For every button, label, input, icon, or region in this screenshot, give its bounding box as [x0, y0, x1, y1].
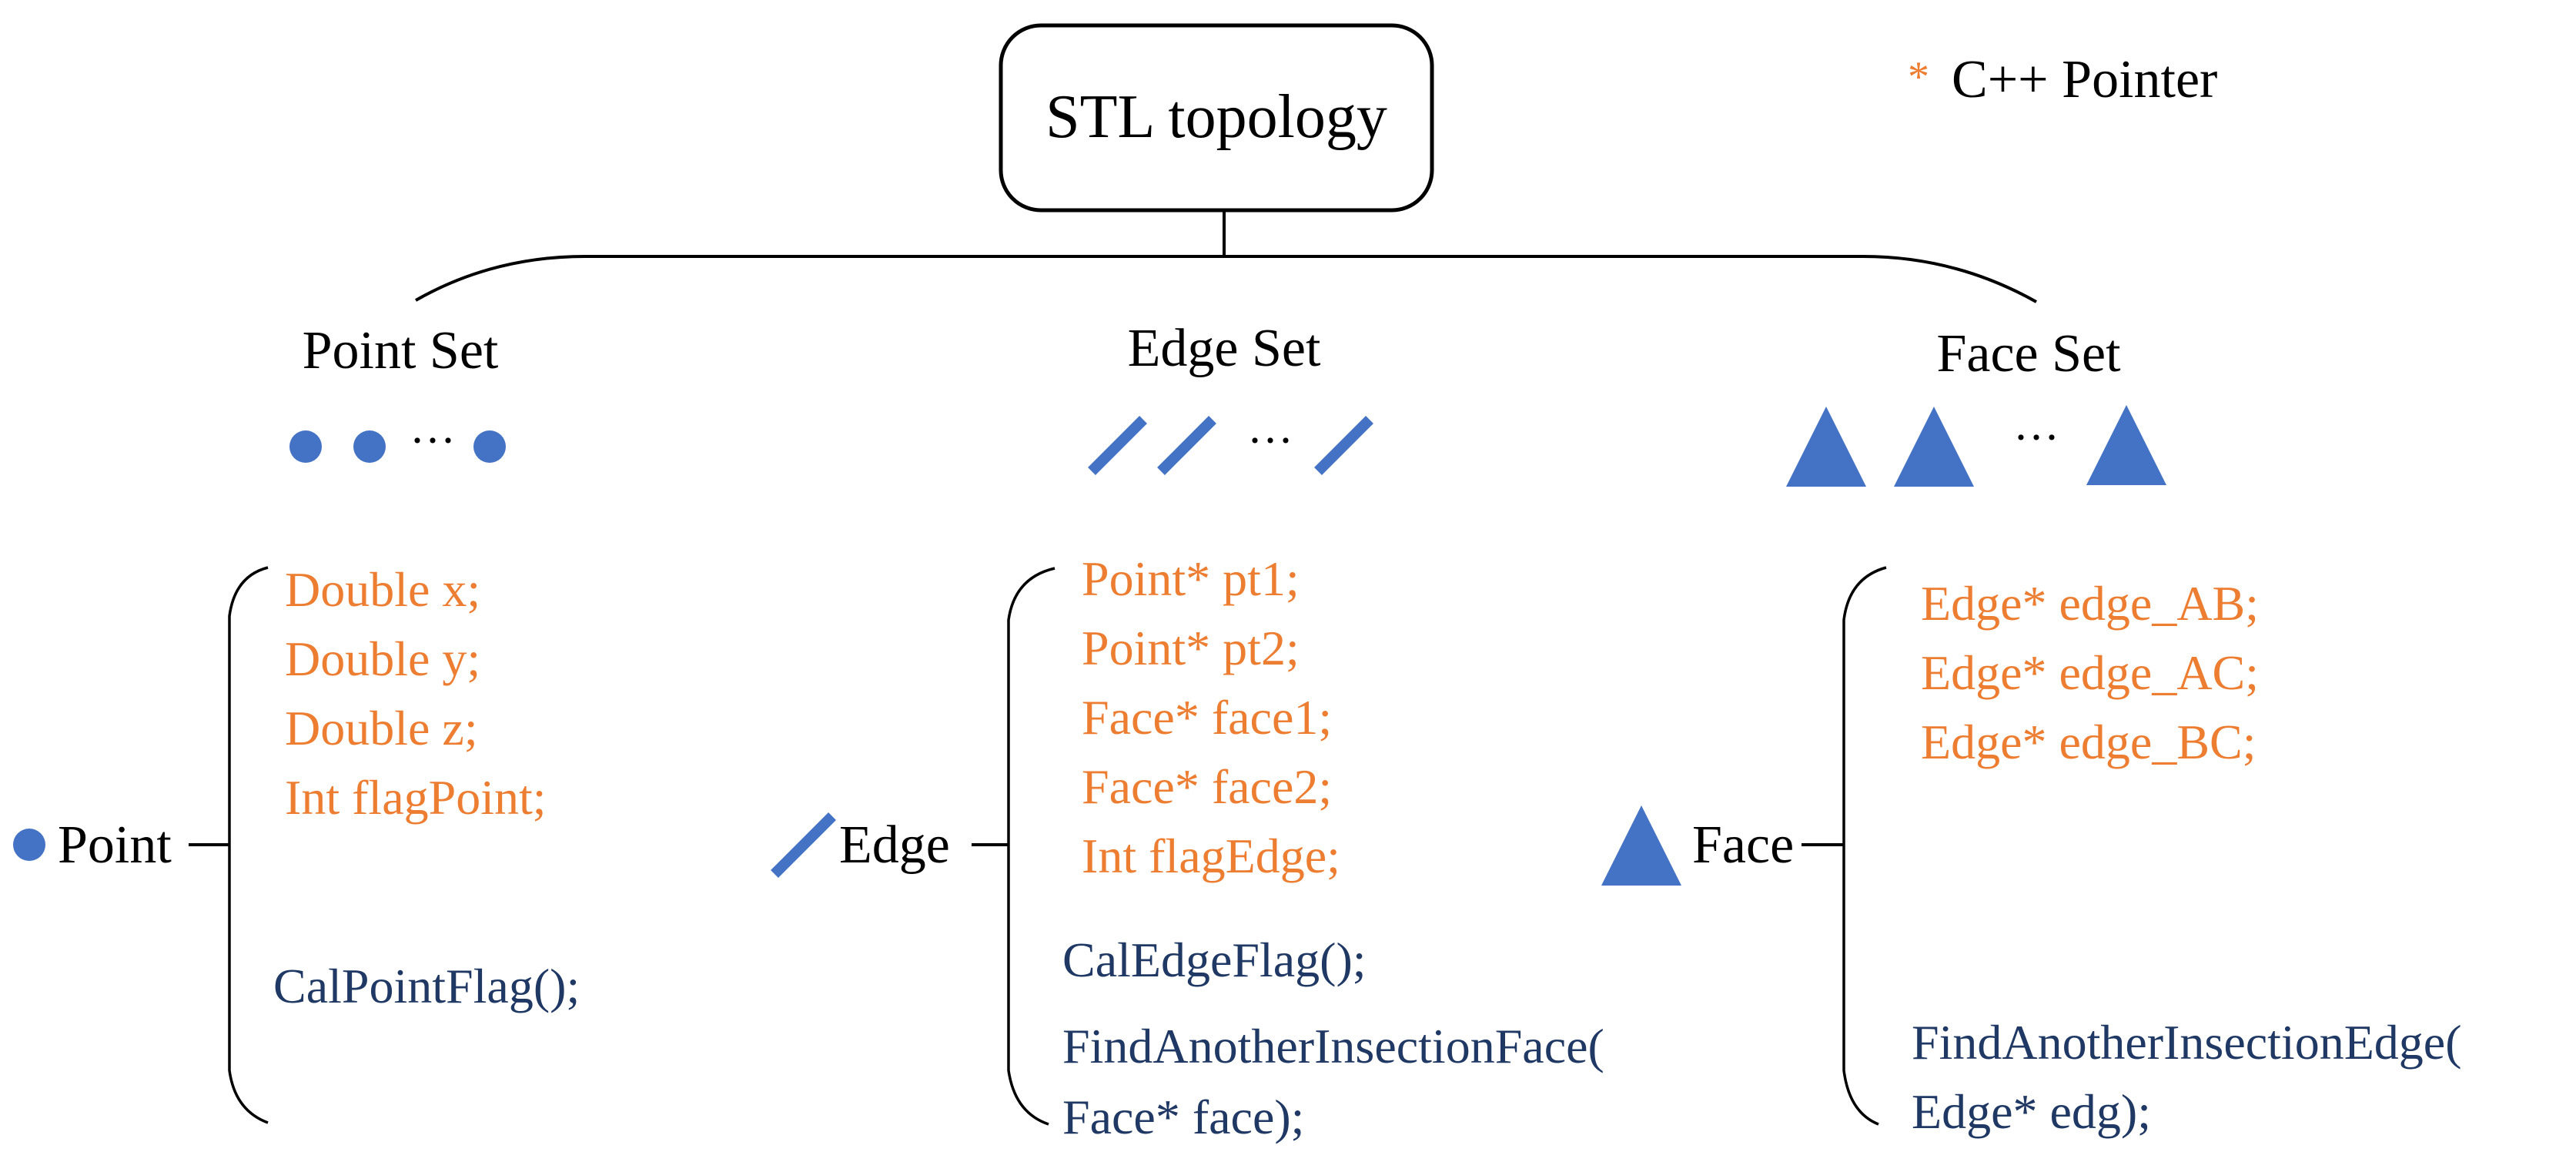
point-field: Double y;	[285, 631, 480, 686]
point-method: CalPointFlag();	[273, 959, 580, 1013]
triangle-icon	[1786, 407, 1866, 487]
point-class-name: Point	[58, 815, 172, 875]
circle-icon	[473, 430, 506, 463]
point-set-ellipsis: ···	[410, 415, 456, 466]
face-set-icons: ···	[1786, 405, 2166, 487]
point-field: Int flagPoint;	[285, 770, 547, 825]
edge-class-brace	[1007, 567, 1055, 1126]
edge-set-ellipsis: ···	[1247, 415, 1293, 466]
edge-field: Face* face2;	[1082, 759, 1332, 814]
edge-method: CalEdgeFlag();	[1062, 933, 1367, 987]
face-method: FindAnotherInsectionEdge(	[1912, 1015, 2462, 1070]
point-field: Double z;	[285, 701, 478, 755]
slash-icon	[1157, 416, 1216, 475]
face-field: Edge* edge_AC;	[1921, 645, 2259, 700]
face-set-ellipsis: ···	[2013, 412, 2059, 463]
slash-icon	[771, 812, 836, 878]
edge-field: Face* face1;	[1082, 690, 1332, 745]
edge-method: FindAnotherInsectionFace(	[1062, 1019, 1604, 1073]
point-set-icons: ···	[289, 415, 506, 466]
triangle-icon	[1601, 805, 1681, 886]
slash-icon	[1088, 416, 1147, 475]
edge-class-name: Edge	[839, 815, 950, 875]
point-field: Double x;	[285, 562, 480, 617]
root-node-label: STL topology	[1045, 83, 1387, 151]
edge-set-icons: ···	[1088, 415, 1373, 475]
edge-method: Face* face);	[1062, 1090, 1304, 1144]
circle-icon	[353, 430, 386, 463]
set-label-edge: Edge Set	[1128, 319, 1321, 378]
triangle-icon	[2086, 405, 2166, 485]
triangle-icon	[1894, 407, 1974, 487]
face-field: Edge* edge_AB;	[1921, 576, 2259, 631]
face-field: Edge* edge_BC;	[1921, 715, 2256, 769]
face-class: Face Edge* edge_AB; Edge* edge_AC; Edge*…	[1601, 566, 2462, 1139]
circle-icon	[13, 829, 45, 861]
set-branch-arc	[415, 255, 2037, 303]
root-node-box	[999, 23, 1434, 213]
face-class-brace	[1842, 566, 1887, 1126]
point-class: Point Double x; Double y; Double z; Int …	[13, 562, 580, 1124]
slash-icon	[1314, 416, 1373, 475]
legend-label: C++ Pointer	[1952, 50, 2217, 109]
face-class-name: Face	[1692, 815, 1794, 875]
circle-icon	[289, 430, 322, 463]
edge-field: Point* pt2;	[1082, 621, 1300, 675]
edge-field: Point* pt1;	[1082, 551, 1300, 606]
set-label-face: Face Set	[1936, 324, 2121, 383]
point-class-brace	[228, 566, 269, 1124]
legend-marker: *	[1908, 53, 1929, 101]
edge-field: Int flagEdge;	[1082, 829, 1340, 883]
set-label-point: Point Set	[303, 321, 499, 380]
edge-class: Edge Point* pt1; Point* pt2; Face* face1…	[771, 551, 1604, 1144]
face-method: Edge* edg);	[1912, 1084, 2151, 1139]
